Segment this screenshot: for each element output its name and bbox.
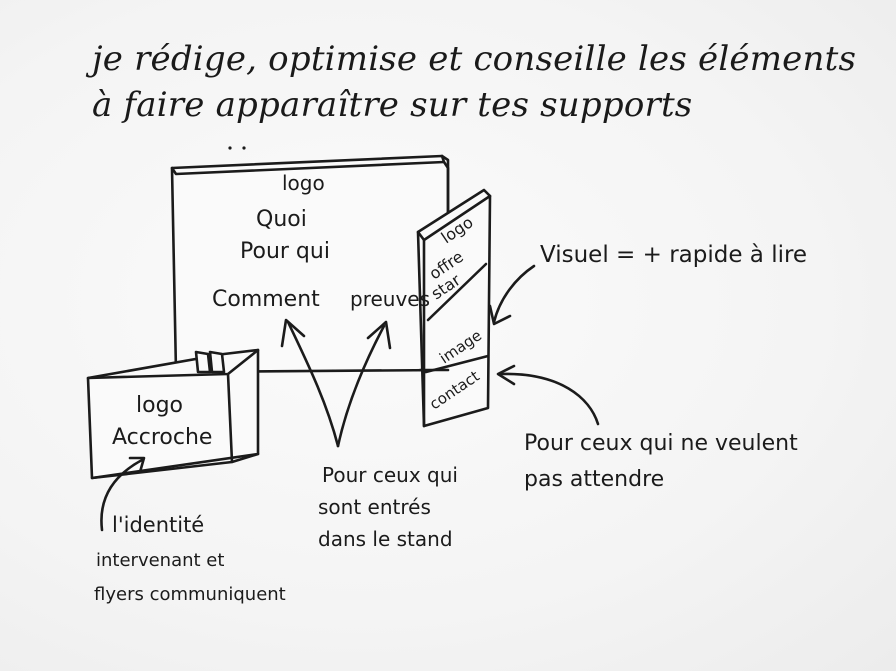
note-identite-2: intervenant et [96, 550, 224, 571]
note-stand-2: sont entrés [318, 495, 431, 519]
counter-accroche: Accroche [112, 425, 212, 450]
heading-line-2: à faire apparaître sur tes supports [92, 85, 693, 125]
arrow-attendre [496, 364, 600, 426]
note-visuel: Visuel = + rapide à lire [540, 242, 807, 268]
note-stand-1: Pour ceux qui [322, 463, 458, 487]
wall-comment: Comment [212, 287, 320, 312]
v-arrows [280, 318, 392, 448]
heading-line-1: je rédige, optimise et conseille les élé… [92, 39, 857, 79]
wall-pour-qui: Pour qui [240, 239, 330, 264]
ink-dot [242, 146, 246, 150]
ink-dot [228, 146, 232, 150]
roll-up-banner [416, 188, 492, 428]
note-attendre-2: pas attendre [524, 467, 664, 492]
heading: je rédige, optimise et conseille les élé… [92, 36, 856, 128]
wall-preuves: preuves [350, 287, 430, 311]
wall-logo: logo [282, 171, 325, 195]
wall-quoi: Quoi [256, 207, 307, 232]
arrow-visuel [488, 264, 536, 326]
note-stand-3: dans le stand [318, 527, 453, 551]
stand-counter [86, 348, 260, 480]
note-attendre-1: Pour ceux qui ne veulent [524, 431, 798, 456]
note-identite-3: flyers communiquent [94, 584, 286, 605]
counter-logo: logo [136, 393, 183, 418]
arrow-identite [100, 456, 146, 532]
note-identite-1: l'identité [112, 513, 204, 537]
